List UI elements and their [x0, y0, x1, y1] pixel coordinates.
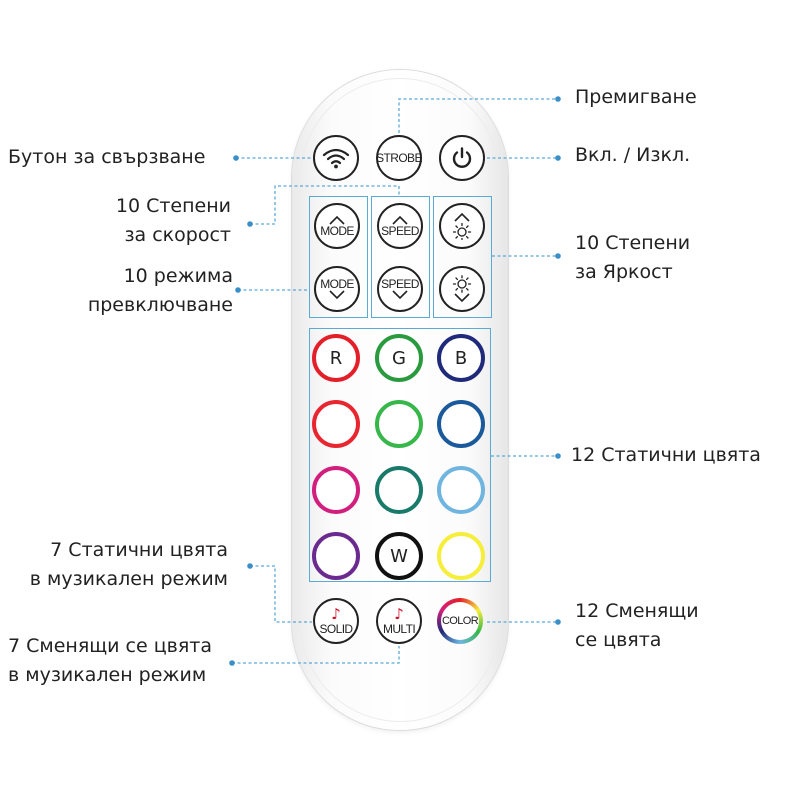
- color-button-label: B: [454, 347, 468, 369]
- mode-up-label: MODE: [320, 224, 354, 238]
- color-button-label: R: [329, 347, 343, 369]
- mode-down-button[interactable]: MODE: [314, 266, 360, 312]
- speed-down-button[interactable]: SPEED: [377, 266, 423, 312]
- brightness-group-box: [433, 196, 492, 318]
- color-button-10[interactable]: [312, 532, 360, 580]
- color-button-6[interactable]: [437, 400, 485, 448]
- chevron-down-icon: [454, 293, 470, 303]
- color-button-2[interactable]: G: [375, 334, 423, 382]
- color-button-7[interactable]: [312, 466, 360, 514]
- strobe-label: STROBE: [376, 151, 422, 165]
- callout-music-changing: 7 Сменящи се цвята в музикален режим: [8, 635, 212, 686]
- sun-icon: [452, 275, 472, 293]
- callout-changing-colors: 12 Сменящи се цвята: [575, 600, 699, 651]
- speed-up-label: SPEED: [381, 224, 419, 238]
- speed-group-box: [371, 196, 430, 318]
- brightness-up-button[interactable]: [439, 203, 485, 249]
- speed-down-label: SPEED: [381, 277, 419, 291]
- callout-pair-button: Бутон за свързване: [8, 146, 206, 168]
- mode-down-label: MODE: [320, 277, 354, 291]
- chevron-down-icon: [392, 290, 408, 300]
- color-button-12[interactable]: [437, 532, 485, 580]
- chevron-down-icon: [329, 290, 345, 300]
- color-button-3[interactable]: B: [437, 334, 485, 382]
- multi-music-button[interactable]: ♪ MULTI: [376, 598, 422, 644]
- brightness-down-button[interactable]: [439, 266, 485, 312]
- color-button-1[interactable]: R: [312, 334, 360, 382]
- callout-strobe: Премигване: [575, 86, 697, 108]
- color-button-9[interactable]: [437, 466, 485, 514]
- color-label: COLOR: [441, 614, 479, 627]
- power-button[interactable]: [439, 135, 485, 181]
- sun-icon: [452, 222, 472, 240]
- callout-static-colors: 12 Статични цвята: [571, 444, 761, 466]
- music-note-icon: ♪: [331, 605, 341, 623]
- color-button-label: G: [392, 347, 406, 369]
- color-cycle-inner: [441, 602, 479, 640]
- color-button-8[interactable]: [375, 466, 423, 514]
- chevron-up-icon: [454, 212, 470, 222]
- callout-music-static: 7 Статични цвята в музикален режим: [29, 539, 228, 590]
- mode-up-button[interactable]: MODE: [314, 203, 360, 249]
- color-grid-box: [309, 328, 491, 582]
- speed-up-button[interactable]: SPEED: [377, 203, 423, 249]
- music-note-icon: ♪: [394, 605, 404, 623]
- color-cycle-button[interactable]: COLOR: [437, 598, 483, 644]
- wifi-icon: [322, 148, 350, 169]
- multi-label: MULTI: [382, 622, 416, 636]
- color-button-5[interactable]: [375, 400, 423, 448]
- power-icon: [452, 147, 472, 168]
- color-button-label: W: [390, 545, 408, 567]
- callout-mode-switch: 10 режима превключване: [87, 265, 233, 316]
- color-button-4[interactable]: [312, 400, 360, 448]
- pair-button[interactable]: [313, 135, 359, 181]
- strobe-button[interactable]: STROBE: [376, 135, 422, 181]
- solid-label: SOLID: [319, 622, 353, 636]
- color-button-11[interactable]: W: [375, 532, 423, 580]
- solid-music-button[interactable]: ♪ SOLID: [313, 598, 359, 644]
- callout-brightness-levels: 10 Степени за Яркост: [575, 232, 691, 283]
- callout-power: Вкл. / Изкл.: [575, 144, 691, 166]
- callout-speed-levels: 10 Степени за скорост: [115, 195, 231, 246]
